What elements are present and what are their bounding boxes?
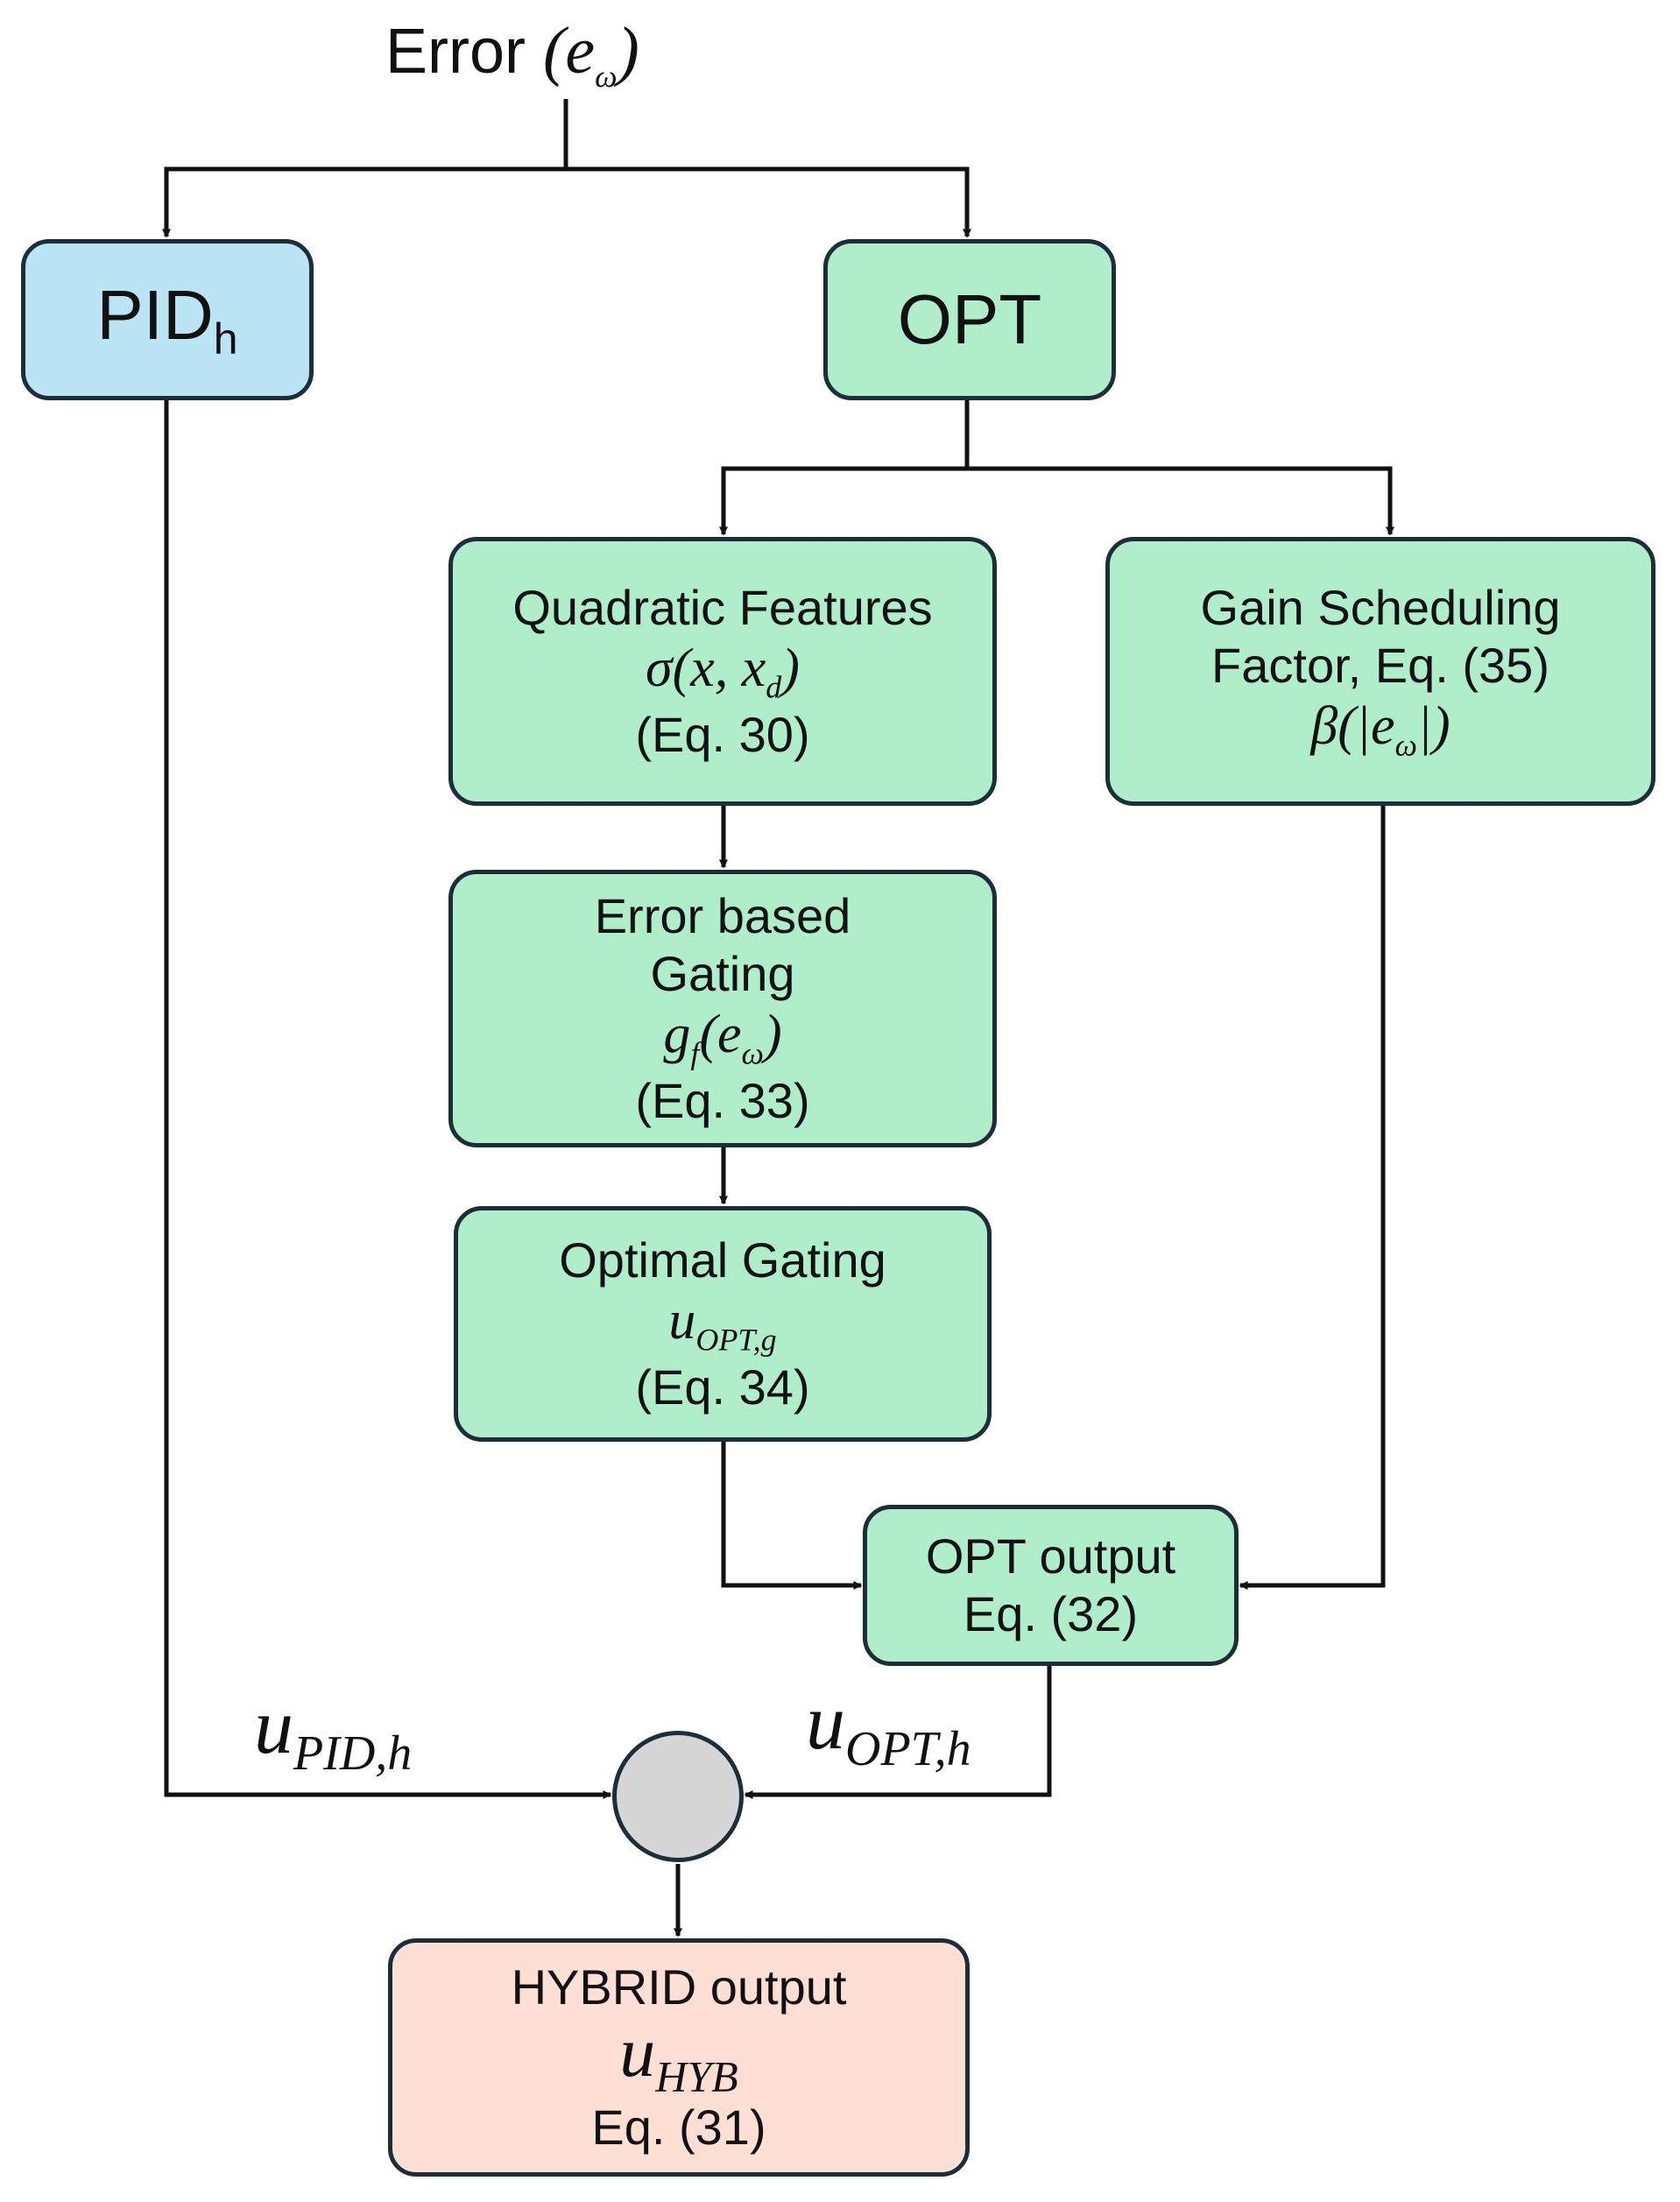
gain-scheduling-formula: β(|eω|): [1310, 696, 1451, 763]
opt-box[interactable]: OPT: [823, 239, 1116, 400]
arrow-optimal-to-opt-output: [721, 1442, 863, 1590]
arrow-error-to-pid: [162, 99, 568, 238]
optimal-gating-formula: uOPT,g: [668, 1291, 777, 1358]
arrow-pid-to-summer: [164, 400, 612, 1799]
summing-junction[interactable]: [612, 1731, 744, 1862]
quadratic-features-box[interactable]: Quadratic Features σ(x, xd) (Eq. 30): [448, 537, 997, 806]
arrow-opt-to-quadratic: [719, 400, 970, 536]
arrow-gain-to-opt-output: [1239, 806, 1386, 1590]
hybrid-formula: uHYB: [619, 2012, 738, 2101]
opt-output-box[interactable]: OPT output Eq. (32): [863, 1505, 1239, 1666]
pid-output-signal-label: uPID,h: [254, 1683, 413, 1781]
arrow-opt-output-to-summer: [744, 1666, 1052, 1799]
arrow-opt-to-gain: [967, 466, 1394, 536]
error-based-gating-box[interactable]: Error based Gating gf(eω) (Eq. 33): [448, 870, 997, 1147]
optimal-gating-box[interactable]: Optimal Gating uOPT,g (Eq. 34): [454, 1206, 992, 1442]
arrow-error-to-opt: [566, 166, 971, 238]
gating-formula: gf(eω): [663, 1005, 782, 1071]
opt-output-signal-label: uOPT,h: [806, 1679, 971, 1776]
pid-box[interactable]: PIDh: [21, 239, 314, 400]
error-input-label: Error (eω): [385, 14, 639, 95]
hybrid-output-box[interactable]: HYBRID output uHYB Eq. (31): [388, 1938, 970, 2177]
gain-scheduling-box[interactable]: Gain Scheduling Factor, Eq. (35) β(|eω|): [1105, 537, 1655, 806]
quadratic-features-formula: σ(x, xd): [646, 639, 800, 705]
